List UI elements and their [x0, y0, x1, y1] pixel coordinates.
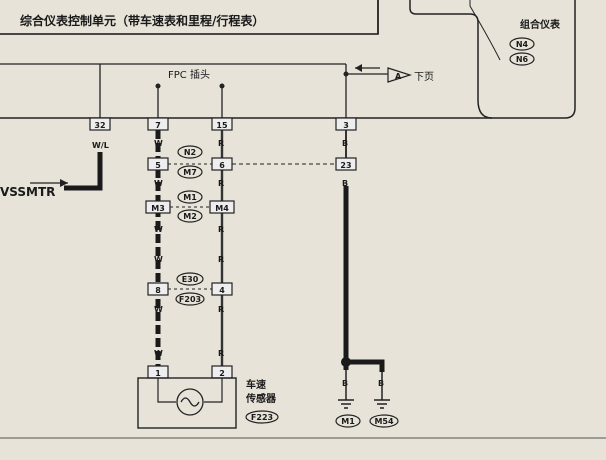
- sensor-sine-icon: [180, 397, 200, 407]
- ground-code-oval-1: [335, 414, 361, 428]
- next-page-marker: A: [395, 72, 402, 81]
- ground-icon-1: [338, 399, 354, 409]
- wire-color-r-2: R: [218, 179, 224, 188]
- fpc-junction-left: [155, 83, 161, 89]
- wire-wl: [64, 152, 103, 191]
- ground-junction: [341, 357, 351, 367]
- wire-color-b-3: B: [342, 379, 348, 388]
- wire-color-w-1: W: [154, 139, 163, 148]
- wire-color-w-2: W: [154, 179, 163, 188]
- sensor-name-line2: 传感器: [245, 392, 277, 405]
- sensor-pin-2: 2: [219, 369, 225, 378]
- row2-code-oval-1: [177, 190, 203, 204]
- wire-color-b-1: B: [342, 139, 348, 148]
- wire-b-branch: [346, 359, 385, 372]
- fpc-junction-right: [219, 83, 225, 89]
- unit-pin-7: 7: [155, 121, 161, 130]
- wire-color-wl: W/L: [92, 141, 109, 150]
- sensor-code-oval: [245, 410, 279, 424]
- row3-code-oval-1: [176, 272, 204, 286]
- sensor-body: [137, 377, 237, 429]
- row1-code-oval-1: [177, 145, 203, 159]
- wire-color-w-5: W: [154, 305, 163, 314]
- ground-code-2: M54: [374, 417, 394, 426]
- ground-icon-2: [374, 399, 390, 409]
- next-page-marker-shape: [387, 67, 412, 83]
- wire-color-r-6: R: [218, 349, 224, 358]
- wire-color-w-3: W: [154, 225, 163, 234]
- unit-title: 综合仪表控制单元（带车速表和里程/行程表）: [20, 13, 264, 28]
- row3-code-oval-2: [175, 292, 205, 306]
- ground-code-1: M1: [341, 417, 355, 426]
- next-page-arrow-head: [355, 64, 362, 72]
- row2-code-1: M1: [183, 193, 197, 202]
- row1-far-box: [335, 157, 357, 171]
- unit-pin-32: 32: [94, 121, 105, 130]
- fpc-label: FPC 插头: [168, 68, 210, 81]
- sensor-code: F223: [251, 413, 273, 422]
- row1-code-oval-2: [177, 165, 203, 179]
- unit-pin-box-32: [89, 117, 111, 131]
- row1-left: 5: [155, 161, 161, 170]
- unit-pin-3: 3: [343, 121, 349, 130]
- wire-color-r-5: R: [218, 305, 224, 314]
- wire-color-w-4: W: [154, 255, 163, 264]
- row1-right: 6: [219, 161, 225, 170]
- combo-code-oval-2: [509, 52, 535, 66]
- next-page-label: 下页: [414, 71, 434, 83]
- combo-meter-title: 组合仪表: [520, 18, 561, 31]
- combo-code-1: N4: [516, 40, 529, 49]
- combo-meter-outline: [492, 0, 576, 119]
- wire-color-r-4: R: [218, 255, 224, 264]
- row3-code-2: F203: [179, 295, 201, 304]
- row1-far: 23: [340, 161, 351, 170]
- combo-code-2: N6: [516, 55, 529, 64]
- row2-code-2: M2: [183, 212, 197, 221]
- row2-code-oval-2: [177, 209, 203, 223]
- unit-outline: [377, 0, 493, 119]
- row2-left: M3: [151, 204, 165, 213]
- row1-code-1: N2: [184, 148, 196, 157]
- wire-color-r-1: R: [218, 139, 224, 148]
- row2-right: M4: [215, 204, 229, 213]
- sensor-name-line1: 车速: [246, 378, 266, 391]
- ground-code-oval-2: [369, 414, 399, 428]
- row1-code-2: M7: [183, 168, 197, 177]
- row3-right: 4: [219, 286, 225, 295]
- wire-color-w-6: W: [154, 349, 163, 358]
- combo-code-oval-1: [509, 37, 535, 51]
- vssmtr-label: VSSMTR: [0, 185, 55, 199]
- wire-color-r-3: R: [218, 225, 224, 234]
- unit-outline-curve: [469, 0, 501, 61]
- unit-pin-15: 15: [216, 121, 228, 130]
- sensor-pin-1: 1: [155, 369, 161, 378]
- row3-left: 8: [155, 286, 161, 295]
- row3-code-1: E30: [182, 275, 199, 284]
- wire-color-b-4: B: [378, 379, 384, 388]
- sensor-coil-leads: [157, 378, 223, 403]
- vssmtr-arrow-head: [60, 179, 68, 187]
- wire-color-b-2: B: [342, 179, 348, 188]
- row2-right-box: [209, 200, 235, 214]
- sensor-ac-symbol: [176, 388, 204, 416]
